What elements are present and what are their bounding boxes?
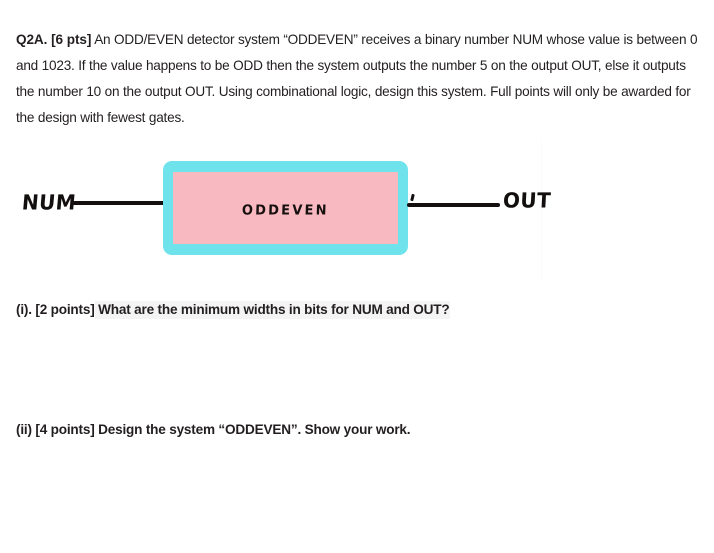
subquestion-i: (i). [2 points] What are the minimum wid…: [16, 301, 450, 319]
subquestion-ii-text: Design the system “ODDEVEN”. Show your w…: [94, 422, 411, 437]
question-number-label: Q2A.: [16, 32, 48, 47]
input-wire: [72, 201, 165, 205]
question-body-text: An ODD/EVEN detector system “ODDEVEN” re…: [16, 32, 698, 125]
oddeven-block: ODDEVEN: [163, 161, 408, 255]
output-wire-tick-mark: [410, 193, 415, 202]
output-wire: [407, 203, 500, 207]
oddeven-block-label: ODDEVEN: [241, 196, 330, 220]
subquestion-ii-marker: (ii) [4 points]: [16, 422, 95, 437]
block-diagram: NUM ODDEVEN OUT: [0, 140, 714, 280]
output-port-label: OUT: [502, 187, 552, 213]
subquestion-ii: (ii) [4 points] Design the system “ODDEV…: [16, 422, 411, 437]
question-body-paragraph: Q2A. [6 pts] An ODD/EVEN detector system…: [16, 27, 700, 131]
subquestion-i-text: What are the minimum widths in bits for …: [94, 301, 450, 319]
subquestion-i-marker: (i). [2 points]: [16, 302, 95, 317]
oddeven-block-fill: ODDEVEN: [173, 172, 398, 244]
question-points-tag: [6 pts]: [51, 32, 92, 47]
input-port-label: NUM: [20, 189, 78, 215]
background-artifact-line: [541, 140, 542, 280]
